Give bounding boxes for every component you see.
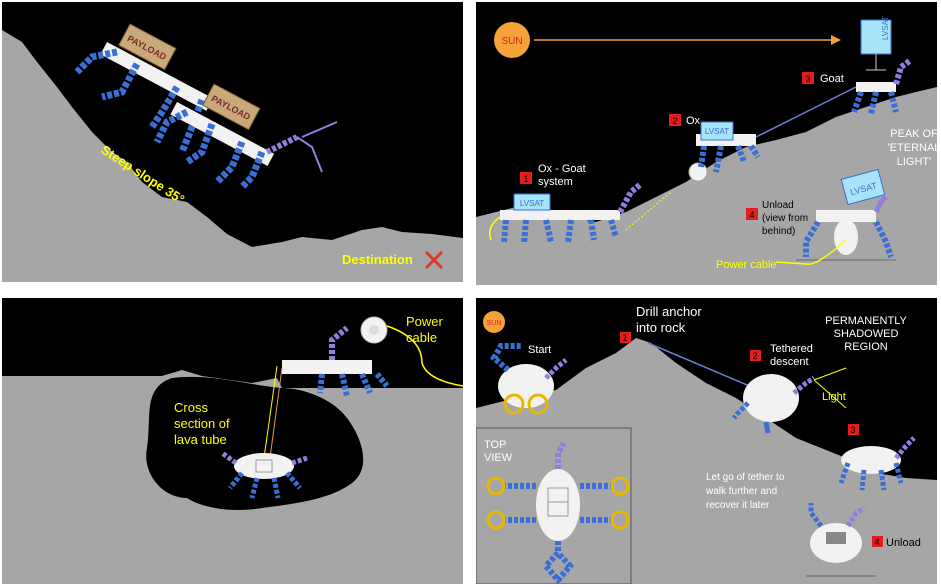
svg-text:1: 1 (523, 174, 528, 184)
svg-text:1: 1 (622, 333, 627, 343)
drill-label-1: Drill anchor (636, 304, 702, 319)
letgo-label-1: Let go of tether to (706, 472, 785, 483)
ox-goat-label-2: system (538, 176, 573, 188)
ox-label: Ox (686, 115, 701, 127)
lava-tube-ground (2, 370, 463, 584)
step-badge-3: 3 (848, 424, 859, 435)
slope-ground (2, 30, 463, 282)
cross-section-label-1: Cross (174, 400, 208, 415)
psr-label-1: PERMANENTLY (825, 315, 907, 327)
sun-label: SUN (487, 320, 502, 327)
surface-rover (282, 325, 390, 397)
light-label: Light (822, 391, 846, 403)
unload-rover (806, 503, 876, 577)
walk-label: Walk (864, 425, 889, 437)
ox-goat-label-1: Ox - Goat (538, 163, 586, 175)
x-mark-icon (424, 250, 444, 270)
cross-section-label-2: section of (174, 416, 230, 431)
start-rover (490, 343, 568, 415)
unload-rover: LVSAT (796, 168, 896, 261)
step-badge-1: 1 (520, 172, 532, 184)
step-badge-2: 2 (750, 350, 761, 361)
panel-lava-tube: Power cable Cross section of lava tube (2, 298, 463, 584)
unload-label-3: behind) (762, 226, 795, 237)
top-view-label-2: VIEW (484, 452, 513, 464)
ox-goat-scene: SUN LVSAT 3 Goat 2 Ox (476, 16, 937, 285)
svg-text:LVSAT: LVSAT (520, 199, 544, 208)
satellite-label: LVSAT (881, 16, 890, 40)
top-view-label-1: TOP (484, 439, 506, 451)
svg-text:3: 3 (850, 425, 855, 435)
goat-label: Goat (820, 73, 844, 85)
shadowed-region-scene: SUN Start 1 Drill anchor into rock 2 Tet… (476, 304, 937, 584)
lava-tube-scene: Power cable Cross section of lava tube (2, 314, 463, 584)
svg-text:3: 3 (805, 74, 810, 84)
walking-rover (838, 436, 916, 491)
peak-label-1: PEAK OF (890, 128, 937, 140)
psr-label-3: REGION (844, 341, 887, 353)
rover-lower (74, 42, 213, 154)
ox-goat-system-rover: LVSAT (488, 181, 643, 245)
cable-spool-icon (360, 316, 388, 344)
peak-label-2: 'ETERNAL (888, 142, 937, 154)
panel-ox-goat: SUN LVSAT 3 Goat 2 Ox (476, 2, 937, 285)
svg-text:4: 4 (874, 537, 879, 547)
destination-label: Destination (342, 252, 413, 267)
sun-icon: SUN (483, 311, 505, 333)
step-badge-4: 4 (872, 536, 883, 547)
letgo-label-2: walk further and (705, 486, 777, 497)
power-cable-label-2: cable (406, 330, 437, 345)
letgo-label-3: recover it later (706, 500, 770, 511)
power-cable-label: Power cable (716, 259, 777, 271)
svg-text:2: 2 (672, 116, 677, 126)
sun-label: SUN (501, 36, 522, 47)
cross-section-label-3: lava tube (174, 432, 227, 447)
rover-upper (153, 102, 338, 190)
power-cable-label-1: Power (406, 314, 444, 329)
tether-label-1: Tethered (770, 343, 813, 355)
drill-label-2: into rock (636, 320, 686, 335)
tether-label-2: descent (770, 356, 809, 368)
svg-text:2: 2 (752, 351, 757, 361)
start-label: Start (528, 344, 551, 356)
unload-label: Unload (886, 537, 921, 549)
peak-label-3: LIGHT' (897, 156, 932, 168)
panel-steep-slope: PAYLOAD PAYLOAD Steep slope 35° Destinat… (2, 2, 463, 282)
psr-label-2: SHADOWED (834, 328, 899, 340)
step-badge-4: 4 (746, 208, 758, 220)
slope-scene: PAYLOAD PAYLOAD Steep slope 35° Destinat… (2, 23, 463, 282)
sun-icon: SUN (494, 22, 530, 58)
step-badge-1: 1 (620, 332, 631, 343)
goat-rover (851, 57, 913, 115)
step-badge-2: 2 (669, 114, 681, 126)
top-view-rover (486, 441, 630, 584)
hanging-rover (220, 450, 308, 499)
ox-rover: LVSAT (688, 121, 761, 182)
unload-label-2: (view from (762, 213, 808, 224)
tethered-rover (732, 367, 847, 434)
svg-text:4: 4 (749, 210, 754, 220)
step-badge-3: 3 (802, 72, 814, 84)
panel-shadowed-region: SUN Start 1 Drill anchor into rock 2 Tet… (476, 298, 937, 584)
unload-label-1: Unload (762, 200, 794, 211)
svg-text:LVSAT: LVSAT (705, 127, 729, 136)
satellite-icon: LVSAT (860, 16, 892, 71)
